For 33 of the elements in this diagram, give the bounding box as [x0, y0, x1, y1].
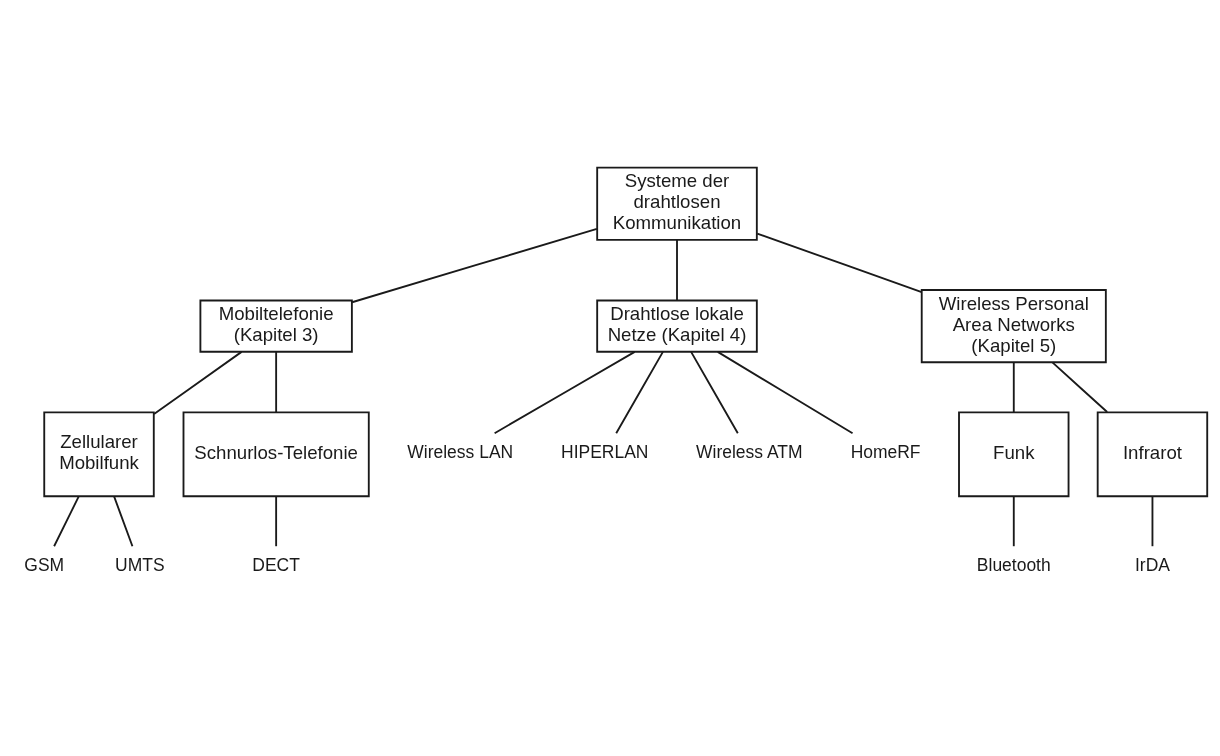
node-text: HomeRF — [850, 442, 921, 463]
node-text: Wireless LAN — [407, 442, 514, 463]
node-box: Drahtlose lokale Netze (Kapitel 4) — [596, 299, 758, 353]
connector — [1051, 361, 1109, 413]
node-text: DECT — [252, 555, 300, 576]
node-box: Systeme der drahtlosen Kommunikation — [596, 166, 758, 241]
node-text: IrDA — [1134, 555, 1170, 576]
node-box: Zellularer Mobilfunk — [43, 411, 155, 498]
connector — [351, 228, 598, 304]
connector — [153, 350, 243, 415]
node-box: Funk — [958, 411, 1070, 498]
connector — [716, 350, 854, 435]
node-box: Wireless Personal Area Networks (Kapitel 5) — [920, 289, 1107, 364]
node-text: UMTS — [115, 555, 165, 576]
node-box: Mobiltelefonie (Kapitel 3) — [199, 299, 353, 353]
connector — [113, 495, 134, 548]
connector — [1151, 495, 1154, 548]
node-text: GSM — [24, 555, 65, 576]
node-text: Bluetooth — [976, 555, 1051, 576]
connector — [690, 350, 739, 435]
node-box: Schnurlos-Telefonie — [182, 411, 370, 498]
connector — [676, 239, 678, 302]
connector — [1012, 495, 1015, 548]
node-box: Infrarot — [1096, 411, 1209, 498]
connector — [615, 350, 664, 435]
connector — [275, 495, 278, 548]
node-text: Wireless ATM — [696, 442, 803, 463]
node-text: HIPERLAN — [561, 442, 649, 463]
connector — [275, 350, 278, 414]
connector — [53, 495, 80, 548]
connector — [756, 232, 923, 294]
connector — [493, 350, 636, 435]
connector — [1012, 361, 1015, 413]
